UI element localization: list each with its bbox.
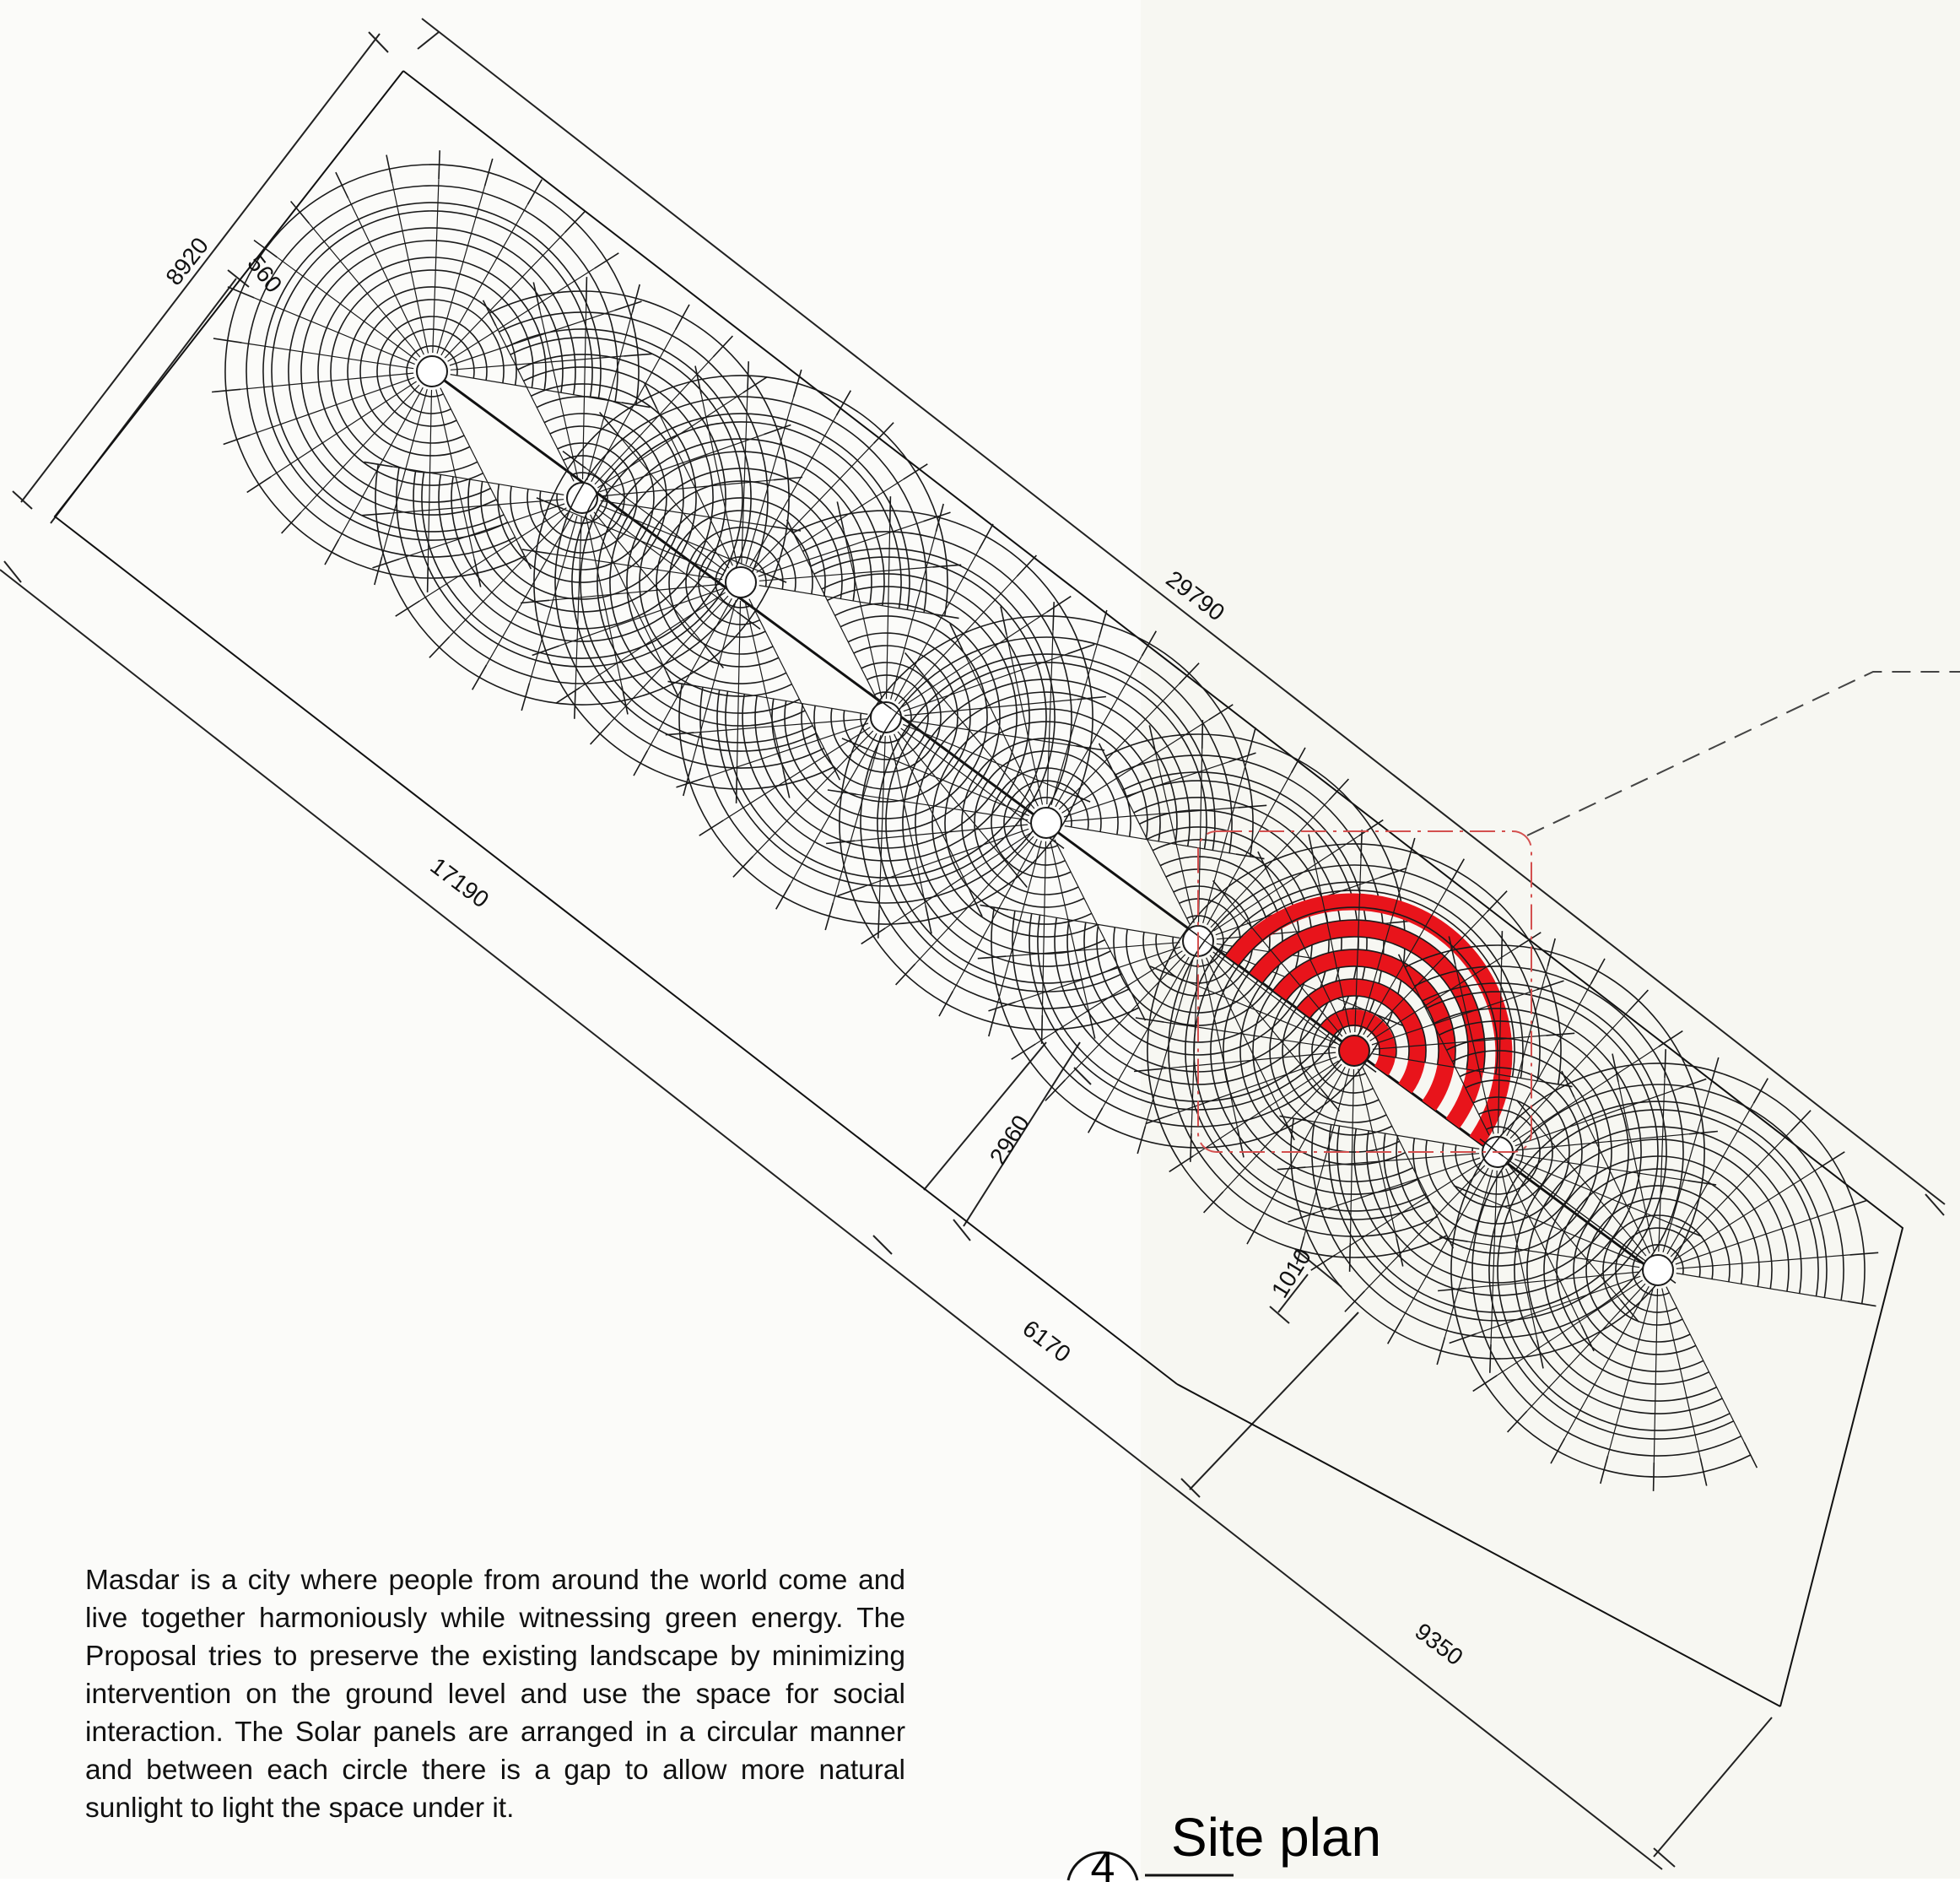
dim-left-segment: 17190 (425, 852, 494, 913)
solar-module (1438, 1049, 1879, 1491)
dim-offset-small: 560 (242, 251, 287, 298)
dim-line-overall-width (20, 33, 381, 503)
solar-module (977, 720, 1418, 1162)
detail-leader (1526, 671, 1960, 836)
sheet-background-right (1141, 0, 1960, 1879)
dim-line-overall-length (421, 18, 1946, 1205)
project-description: Masdar is a city where people from aroun… (85, 1565, 905, 1824)
drawing-title: Site plan (1171, 1807, 1382, 1868)
solar-module (361, 277, 802, 719)
site-boundary (53, 70, 1904, 1707)
solar-module (665, 496, 1106, 938)
dim-mid-segment: 6170 (1018, 1315, 1075, 1367)
highlight-frame (1197, 830, 1532, 1153)
dim-line-gap (1277, 1274, 1309, 1313)
dim-line-lower-chain (0, 569, 1663, 1870)
view-number: 4 (1091, 1843, 1115, 1882)
solar-module (521, 361, 962, 803)
dim-line-module-spacing (963, 1041, 1081, 1227)
solar-modules (212, 150, 1879, 1491)
view-number-bubble: 4 (1066, 1843, 1234, 1882)
solar-module (212, 150, 653, 592)
dim-right-segment: 9350 (1410, 1618, 1467, 1670)
dim-module-spacing: 2960 (985, 1111, 1034, 1169)
dim-overall-length: 29790 (1161, 565, 1229, 626)
solar-module (1134, 830, 1575, 1272)
